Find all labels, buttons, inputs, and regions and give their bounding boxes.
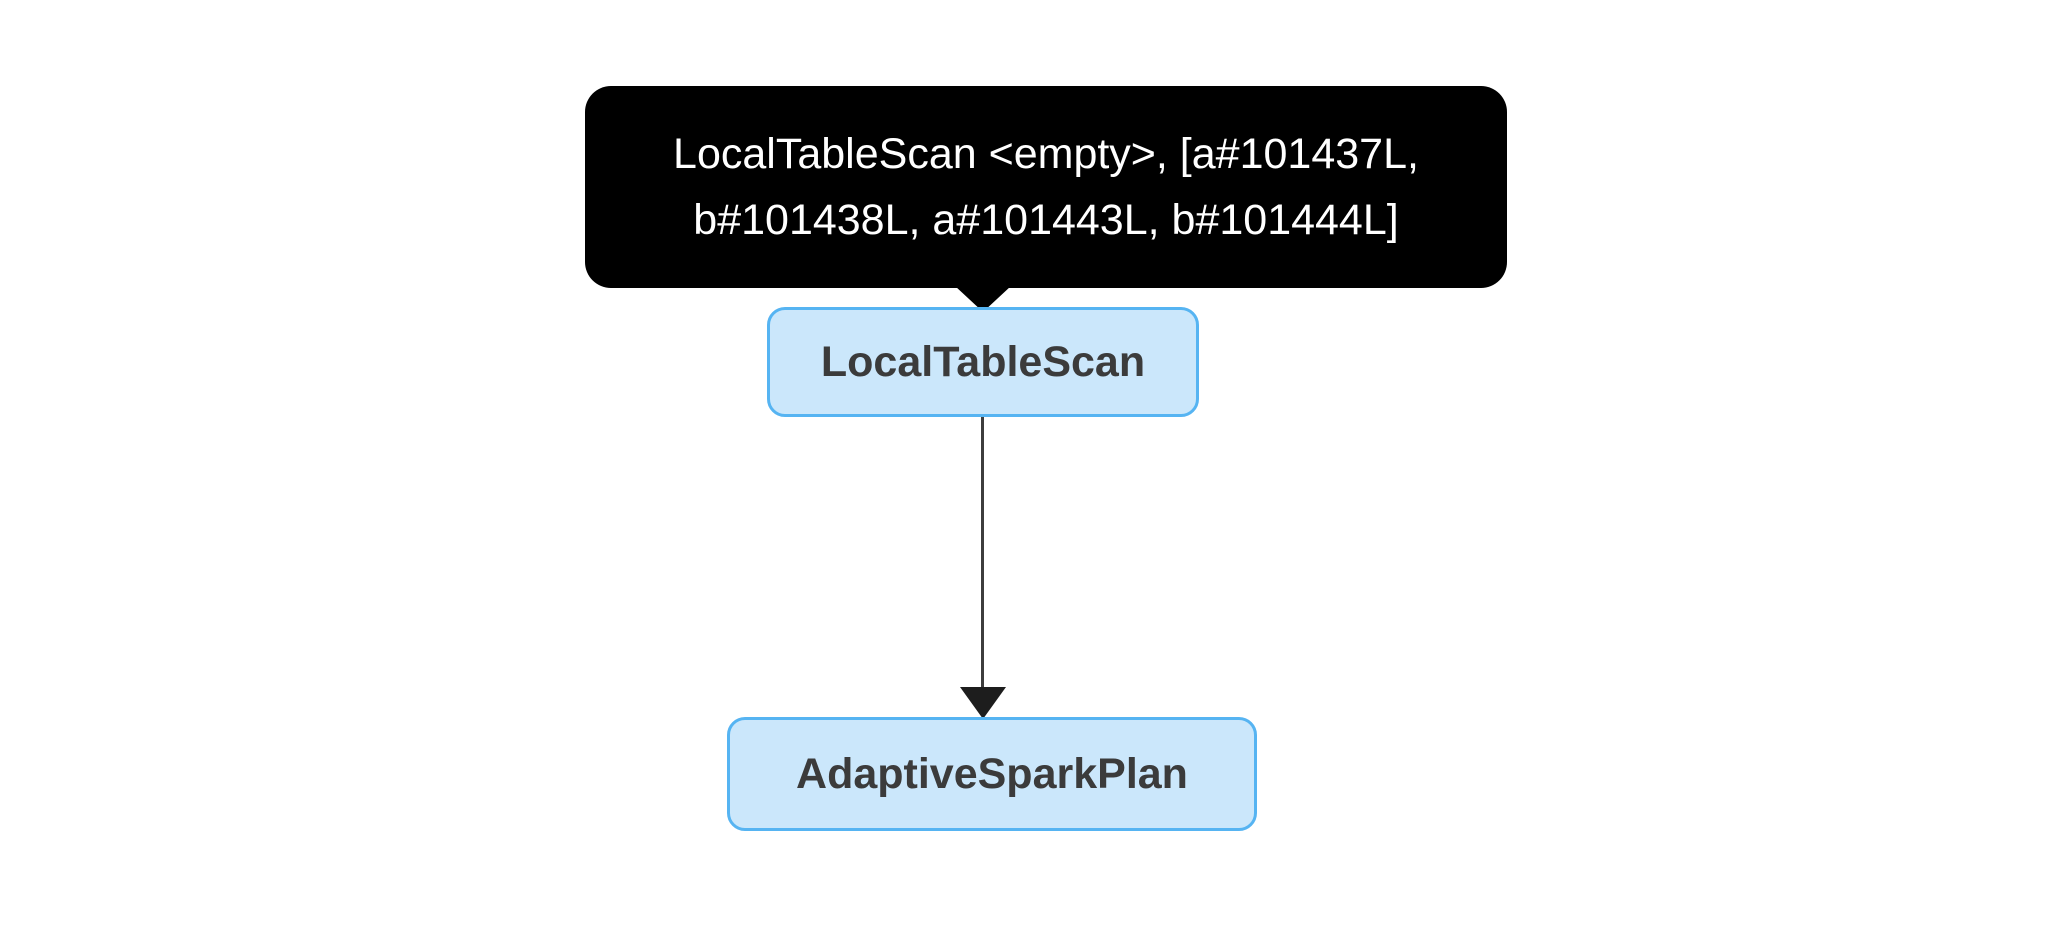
tooltip-text-line-2: b#101438L, a#101443L, b#101444L]: [693, 196, 1399, 244]
plan-node-tooltip: LocalTableScan <empty>, [a#101437L, b#10…: [585, 86, 1507, 288]
plan-node-localtablescan[interactable]: LocalTableScan: [767, 307, 1199, 417]
plan-node-label: AdaptiveSparkPlan: [796, 749, 1188, 798]
plan-node-adaptivesparkplan[interactable]: AdaptiveSparkPlan: [727, 717, 1257, 831]
arrowhead-down-icon: [960, 687, 1006, 719]
plan-node-label: LocalTableScan: [820, 337, 1146, 386]
edge-localtablescan-to-adaptivesparkplan: [981, 417, 984, 692]
tooltip-text-line-1: LocalTableScan <empty>, [a#101437L,: [673, 130, 1419, 178]
